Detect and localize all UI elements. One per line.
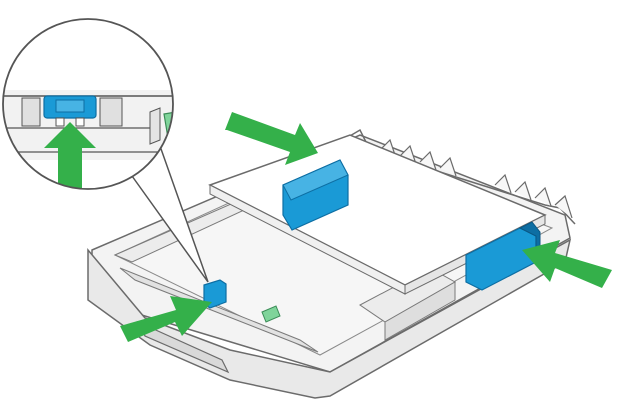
tray-end-block-face [384, 281, 456, 341]
zoom-callout [2, 18, 209, 283]
tray-right-comb [379, 138, 573, 219]
callout-up-arrow [44, 122, 96, 188]
callout-slot-right [99, 97, 123, 127]
tray-arrows [120, 112, 612, 342]
tray-front-lip [119, 267, 319, 353]
callout-circle-border [2, 18, 174, 190]
left-guide-green-latch [261, 305, 281, 323]
callout-contents [3, 90, 173, 188]
length-guide-top [282, 159, 349, 201]
callout-latch-bracket [149, 107, 161, 145]
arrow-to-left-tab [120, 296, 212, 342]
callout-tab-foot-left [55, 117, 65, 127]
callout-tab-foot-right [75, 117, 85, 127]
callout-slot [21, 97, 41, 127]
length-guide [282, 159, 349, 231]
arrow-to-right-guide [522, 240, 612, 288]
arrow-to-length-guide [225, 112, 318, 165]
callout-blue-tab-inner [55, 99, 85, 113]
